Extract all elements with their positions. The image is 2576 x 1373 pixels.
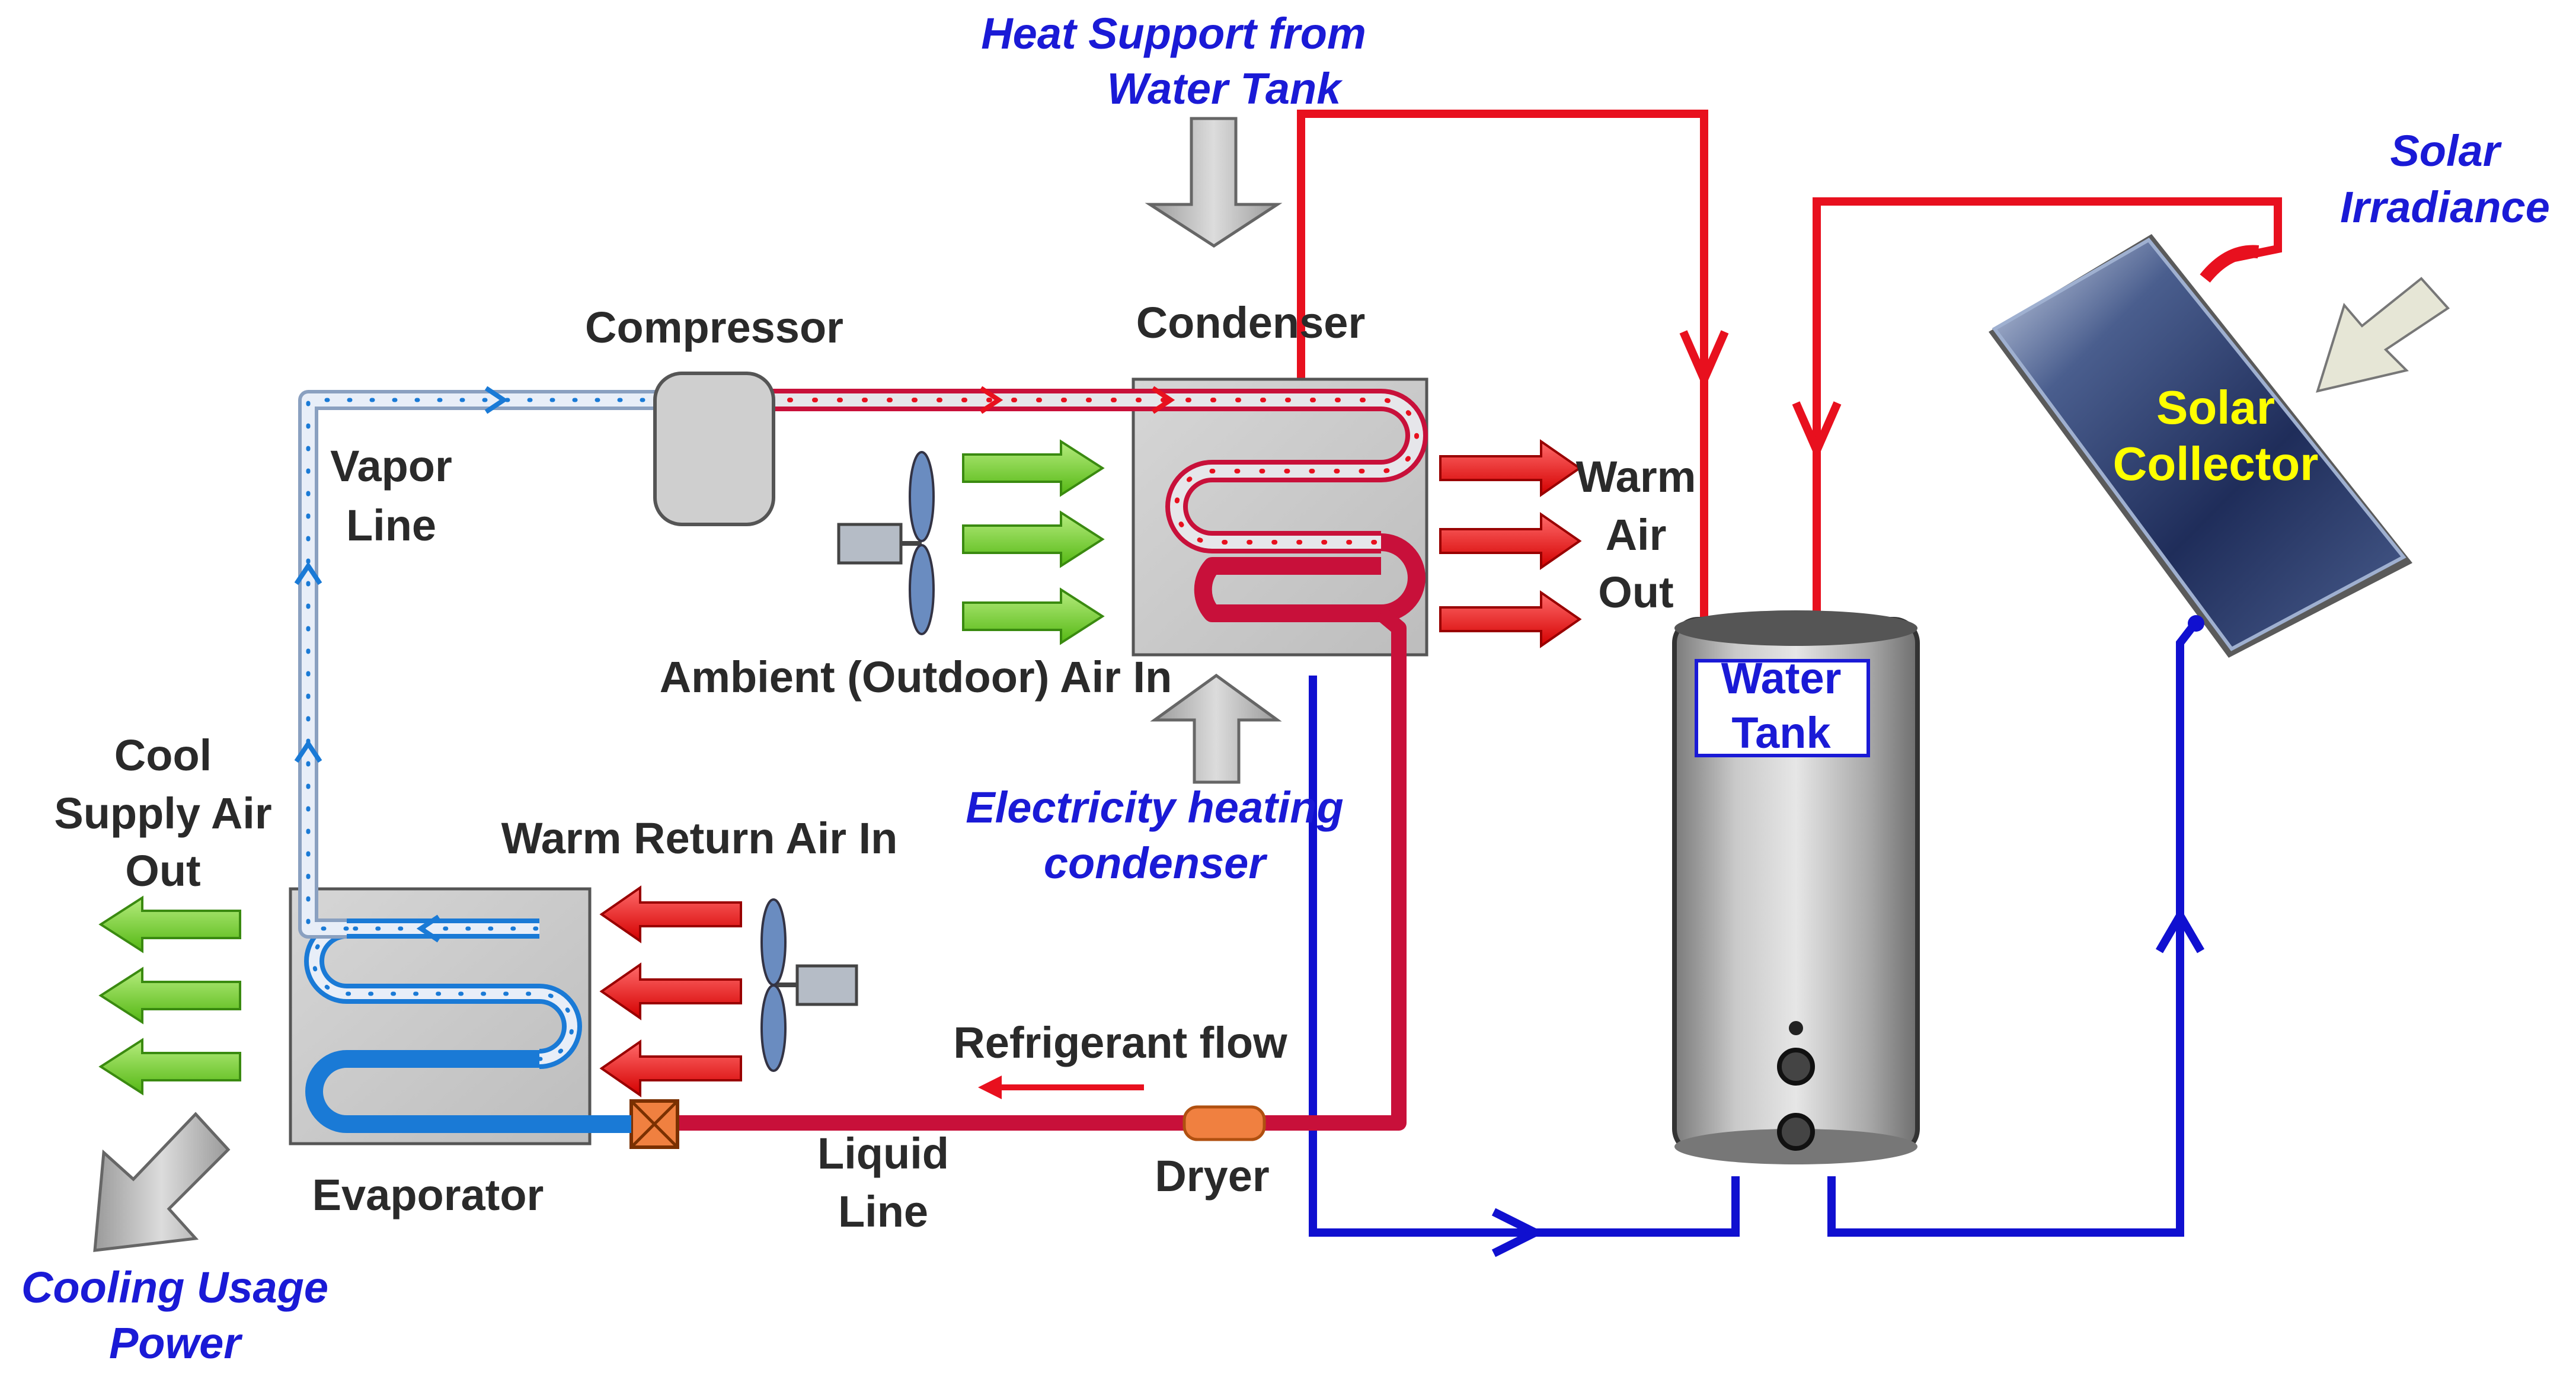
cool-supply-air-arrows (98, 895, 241, 1096)
cooling-usage-label: Cooling Usage (21, 1263, 328, 1312)
warm-return-air-arrows (599, 885, 742, 1097)
water-tank (1672, 610, 1920, 1164)
cool-supply-air-label: Out (125, 846, 200, 895)
evaporator-coil-vapor (304, 918, 582, 1069)
liquid-line-label: Line (838, 1187, 928, 1236)
evaporator-label: Evaporator (312, 1170, 544, 1220)
dryer (1182, 1105, 1266, 1141)
warm-air-out-label: Warm (1576, 452, 1696, 501)
condenser-fan-icon (837, 451, 935, 635)
solar-irradiance-arrow (2316, 277, 2450, 393)
electricity-heating-label: condenser (1044, 838, 1268, 888)
vapor-line (298, 390, 666, 939)
condenser-coil-liquid (1194, 533, 1426, 622)
ambient-air-in-label: Ambient (Outdoor) Air In (660, 652, 1172, 702)
solar-irradiance-label: Irradiance (2340, 183, 2550, 232)
water-tank-label: Water (1721, 654, 1842, 703)
electricity-heating-label: Electricity heating (966, 783, 1343, 832)
hot-water-pipe-solar (1792, 197, 2282, 625)
expansion-valve (629, 1099, 679, 1149)
refrigerant-flow-arrow (978, 1076, 1144, 1099)
warm-return-air-in-label: Warm Return Air In (501, 814, 898, 863)
evaporator-coil-liquid (305, 1050, 631, 1133)
solar-collector-label: Solar (2156, 381, 2275, 434)
heat-support-arrow (1145, 117, 1283, 248)
heat-support-label: Water Tank (1107, 64, 1344, 113)
refrigerant-flow-label: Refrigerant flow (953, 1018, 1287, 1067)
hot-vapor-flow-arrows (979, 386, 1175, 414)
solar-collector-panel (1989, 234, 2412, 658)
condenser-coil-vapor (753, 389, 1428, 553)
water-tank-label: Tank (1731, 708, 1831, 757)
electricity-heating-arrow (1150, 673, 1282, 784)
solar-collector-label: Collector (2113, 437, 2319, 490)
warm-air-out-label: Air (1606, 510, 1667, 559)
cooling-usage-arrow (93, 1112, 231, 1252)
compressor (653, 372, 775, 526)
warm-air-out-arrows (1439, 439, 1582, 648)
hot-water-pipe-condenser (1297, 110, 1729, 625)
vapor-line-label: Line (346, 501, 436, 550)
warm-air-out-label: Out (1598, 568, 1673, 617)
dryer-label: Dryer (1155, 1151, 1269, 1201)
liquid-line-label: Liquid (817, 1129, 949, 1178)
cool-supply-air-label: Cool (114, 731, 212, 780)
cold-water-pipe-condenser (1309, 676, 1740, 1257)
vapor-flow-arrows (294, 386, 509, 943)
liquid-line (590, 607, 1407, 1131)
cool-supply-air-label: Supply Air (54, 789, 271, 838)
cooling-usage-label: Power (109, 1318, 243, 1368)
cold-water-pipe-solar (1827, 619, 2205, 1237)
heat-support-label: Heat Support from (981, 9, 1366, 58)
condenser-label: Condenser (1136, 298, 1366, 347)
evaporator-fan-icon (760, 898, 858, 1072)
compressor-label: Compressor (585, 303, 843, 352)
vapor-line-label: Vapor (330, 441, 452, 491)
solar-irradiance-label: Solar (2390, 126, 2502, 175)
ambient-air-arrows (962, 439, 1105, 645)
